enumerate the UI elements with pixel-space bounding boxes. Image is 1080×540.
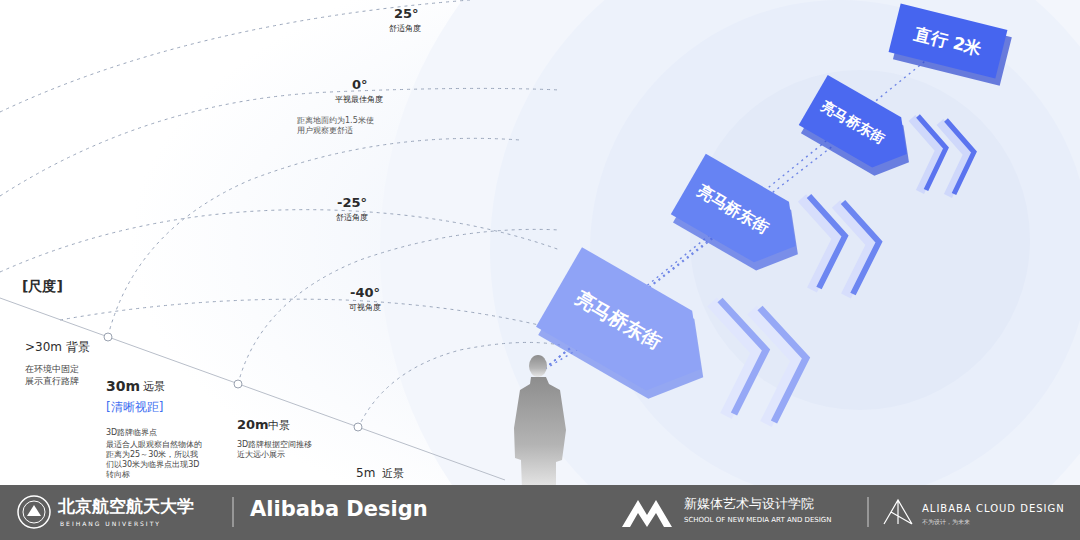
annotation-label: [清晰视距] xyxy=(106,400,163,416)
halo-ring xyxy=(590,0,1080,500)
footer-text: 不为设计，为未来 xyxy=(922,518,970,526)
sign-face xyxy=(536,247,724,409)
footer-text: 新媒体艺术与设计学院 xyxy=(684,496,814,513)
angle-arcs xyxy=(0,0,560,428)
footer-logos xyxy=(18,496,912,528)
annotation-label: -40° xyxy=(350,285,380,302)
annotation-label: 远景 xyxy=(143,380,165,394)
annotation-label: [尺度] xyxy=(22,277,63,295)
annotation-label: 舒适角度 xyxy=(389,24,421,34)
sign-face xyxy=(671,154,813,277)
annotation-label: 20m xyxy=(237,417,269,434)
annotation-label: 可视角度 xyxy=(349,303,381,313)
annotation-label: 最适合人眼观察自然物体的 距离为25～30米，所以我 们以30米为临界点出现3D… xyxy=(106,440,224,480)
sign-face xyxy=(889,3,1008,78)
annotation-label: 平视最佳角度 xyxy=(335,95,383,105)
annotation-label: 3D路牌根据空间推移 近大远小展示 xyxy=(237,440,333,461)
annotation-label: 3D路牌临界点 xyxy=(106,428,157,438)
footer-text: ALIBABA CLOUD DESIGN xyxy=(922,502,1065,515)
annotation-label: 背景 xyxy=(66,340,90,356)
footer-text: Alibaba Design xyxy=(250,496,428,523)
annotation-label: 0° xyxy=(352,77,368,94)
footer-text: SCHOOL OF NEW MEDIA ART AND DESIGN xyxy=(684,516,832,525)
annotation-label: 近景 xyxy=(382,467,404,481)
halo-ring xyxy=(490,0,1080,540)
footer-bar xyxy=(0,485,1080,540)
direction-chevrons xyxy=(712,116,974,424)
annotation-label: 距离地面约为1.5米使 用户观察更舒适 xyxy=(297,116,383,137)
annotation-label: 舒适角度 xyxy=(336,213,368,223)
annotation-label: 在环境中固定 展示直行路牌 xyxy=(25,364,99,387)
annotation-label: -25° xyxy=(337,195,367,212)
annotation-label: 5m xyxy=(356,466,375,482)
footer-text: 北京航空航天大学 xyxy=(58,495,194,517)
annotation-label: 30m xyxy=(106,377,140,395)
footer-text: BEIHANG UNIVERSITY xyxy=(60,520,161,528)
scale-axis xyxy=(0,298,505,480)
annotation-label: >30m xyxy=(25,340,62,356)
person-figure xyxy=(514,355,566,490)
annotation-label: 中景 xyxy=(268,419,290,433)
annotation-label: 25° xyxy=(394,6,419,23)
halo-ring xyxy=(380,0,1080,540)
sign-face xyxy=(799,75,922,179)
scale-point xyxy=(104,333,362,431)
